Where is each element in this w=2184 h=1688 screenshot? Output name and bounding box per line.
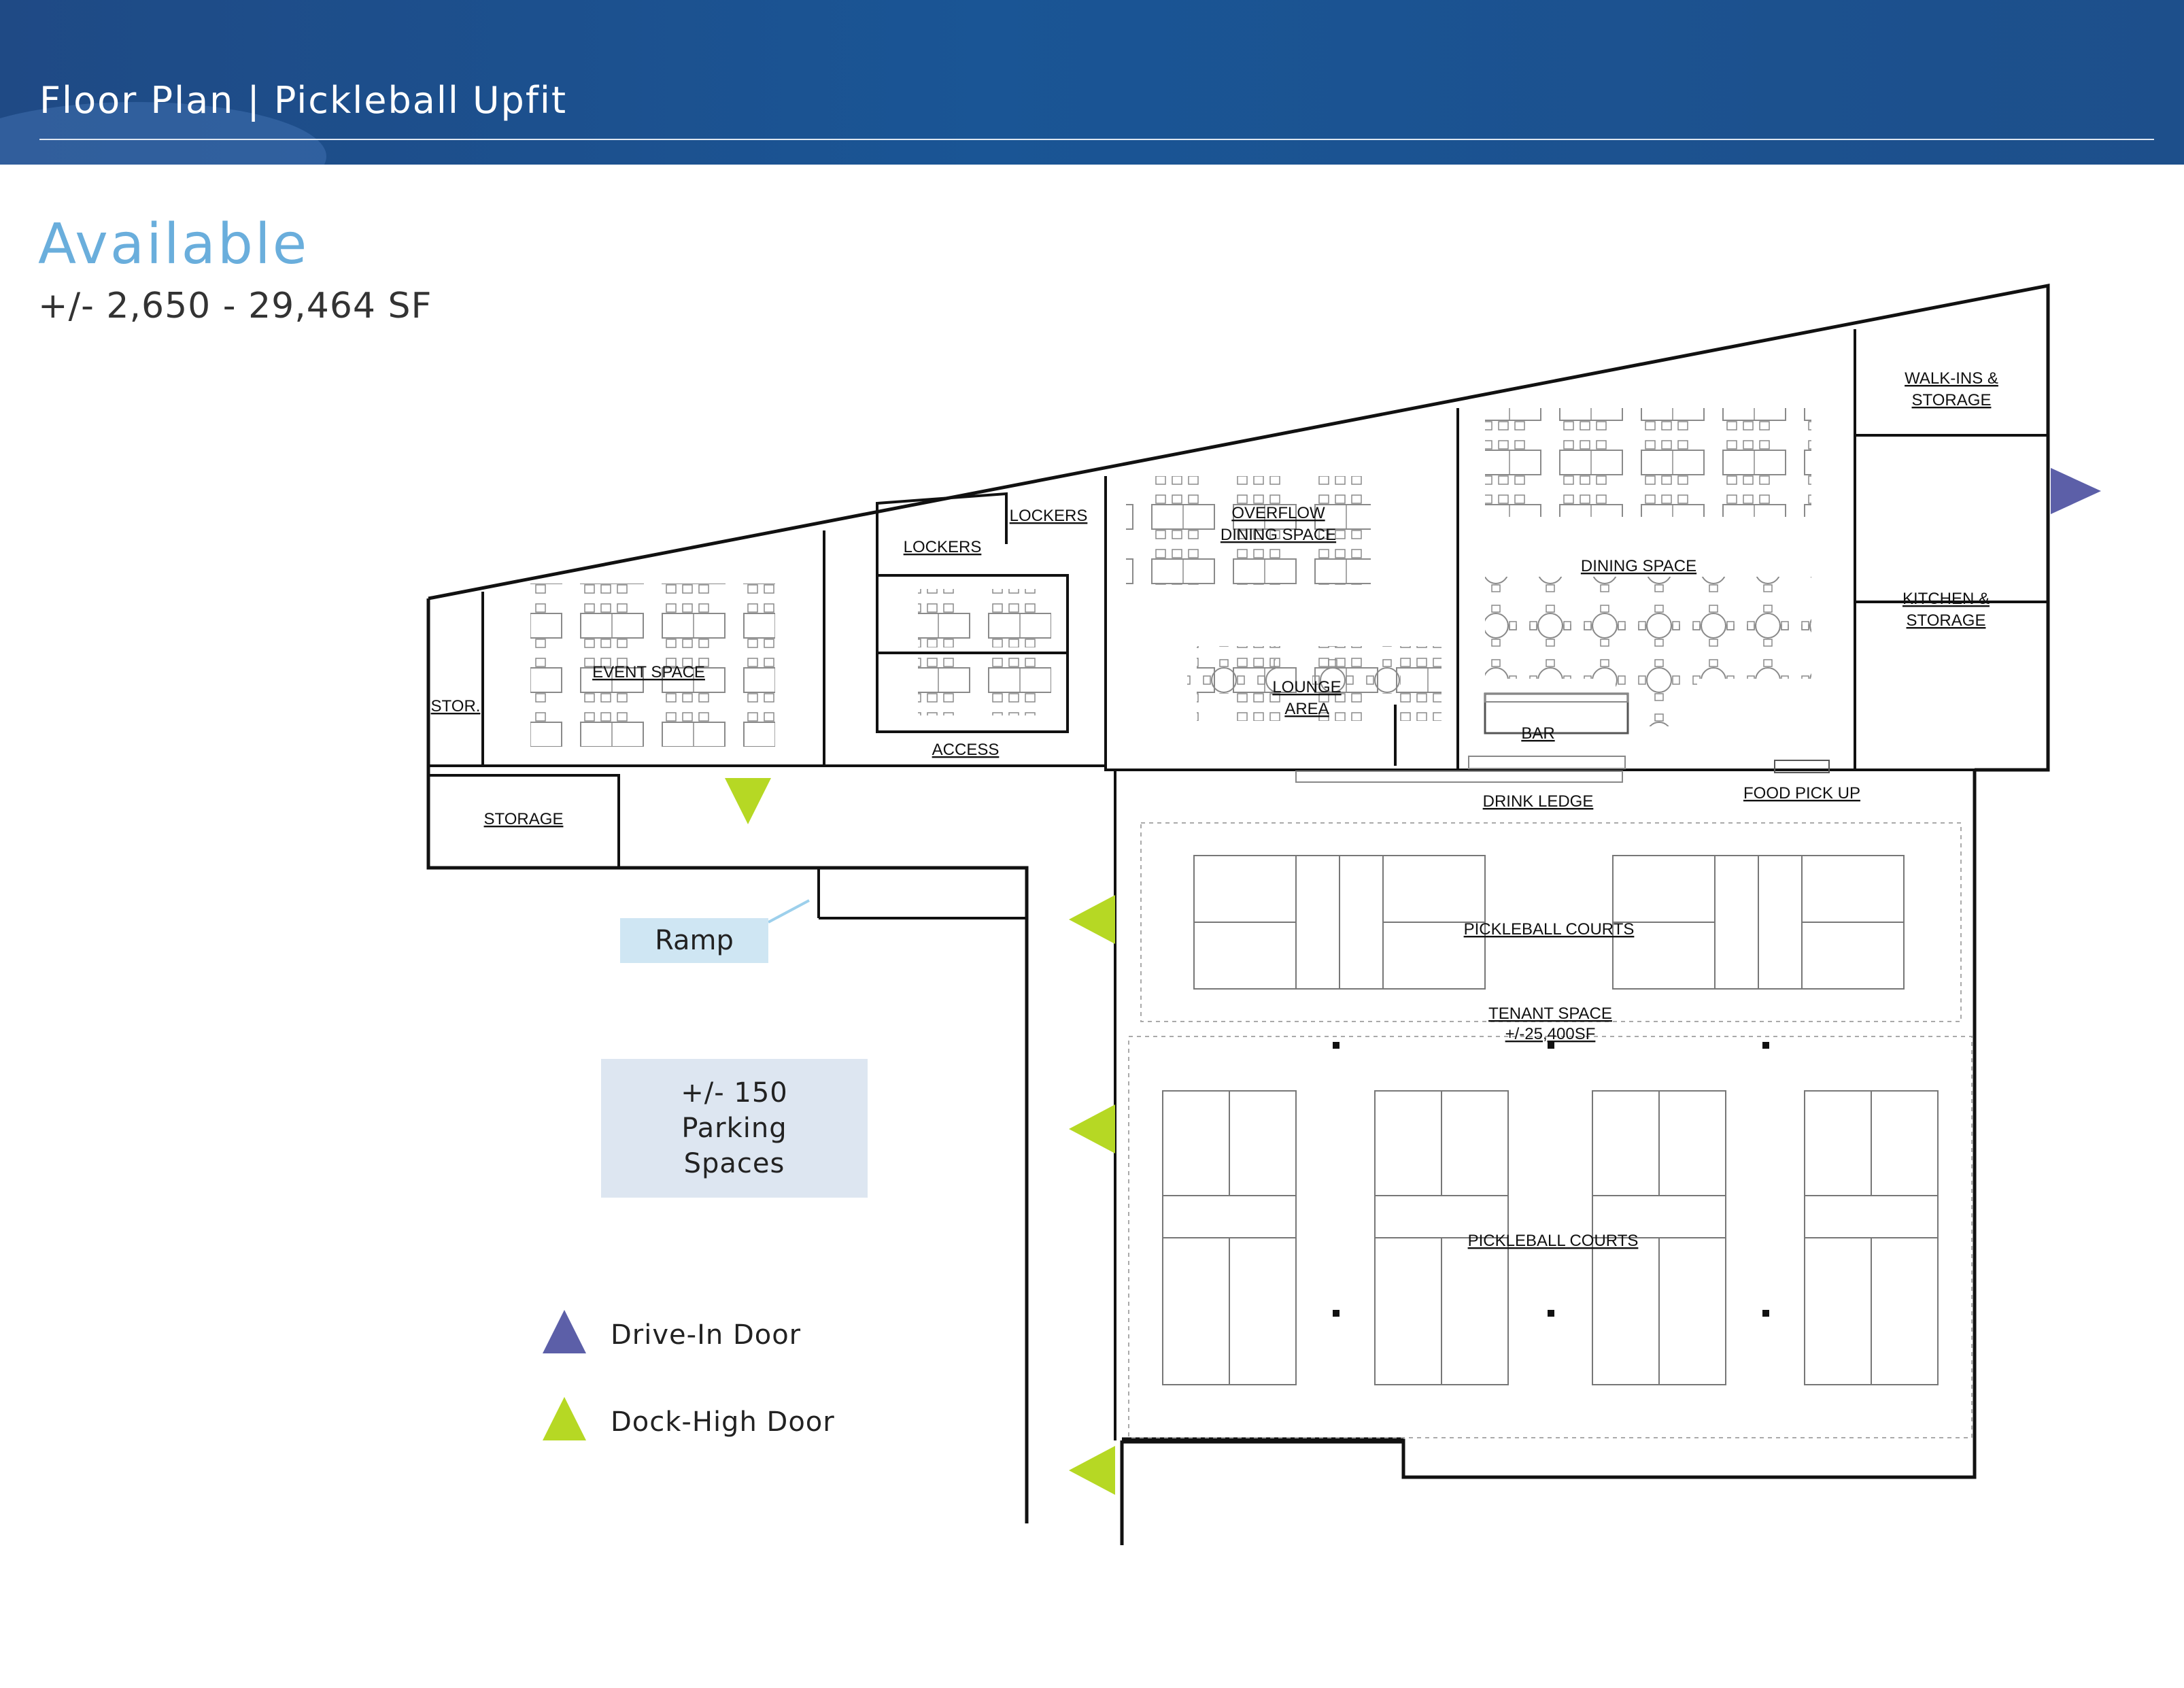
label-event-space: EVENT SPACE: [592, 663, 705, 681]
column-markers: [1333, 1042, 1769, 1317]
courts-lower: [1128, 1036, 1973, 1438]
drive-in-door-marker: [2051, 468, 2101, 514]
dock-high-door-marker-4: [1069, 1446, 1115, 1495]
page-title: Floor Plan | Pickleball Upfit: [39, 79, 568, 122]
label-walkins-line2: STORAGE: [1912, 391, 1992, 409]
parking-callout: +/- 150 Parking Spaces: [601, 1059, 868, 1198]
label-lounge-line1: LOUNGE: [1272, 678, 1341, 696]
interior-walls: [428, 329, 2048, 1440]
label-kitchen-line2: STORAGE: [1907, 611, 1986, 630]
legend-drive-in: Drive-In Door: [611, 1319, 802, 1351]
ramp-callout: Ramp: [620, 918, 768, 963]
header-divider: [39, 139, 2154, 140]
drive-in-legend-icon: [543, 1310, 586, 1353]
label-courts-lower: PICKLEBALL COURTS: [1468, 1232, 1639, 1250]
label-overflow-line1: OVERFLOW: [1231, 504, 1325, 522]
label-tenant-line1: TENANT SPACE: [1488, 1005, 1612, 1023]
label-dining-space: DINING SPACE: [1581, 557, 1696, 575]
label-drink-ledge: DRINK LEDGE: [1483, 792, 1594, 811]
legend-dock-high: Dock-High Door: [611, 1406, 835, 1438]
dock-high-door-marker-2: [1069, 895, 1115, 944]
label-storage: STORAGE: [484, 810, 564, 828]
dock-high-door-marker-1: [725, 778, 771, 824]
availability-heading: Available: [38, 212, 309, 277]
label-overflow-line2: DINING SPACE: [1221, 526, 1336, 544]
label-walkins-line1: WALK-INS &: [1905, 369, 1998, 388]
page-header: Floor Plan | Pickleball Upfit: [0, 0, 2184, 165]
label-food-pickup: FOOD PICK UP: [1743, 784, 1860, 803]
ramp-arrow: [768, 899, 810, 924]
label-lockers-lower: LOCKERS: [904, 538, 982, 556]
parking-callout-text: +/- 150 Parking Spaces: [681, 1077, 788, 1179]
courts-upper: [1140, 822, 1962, 1022]
label-stor: STOR.: [431, 697, 481, 715]
label-access: ACCESS: [932, 741, 1000, 759]
square-footage-range: +/- 2,650 - 29,464 SF: [38, 286, 432, 326]
label-lounge-line2: AREA: [1284, 700, 1329, 718]
dock-high-legend-icon: [543, 1397, 586, 1440]
furniture: [530, 408, 1830, 783]
label-lockers-upper: LOCKERS: [1010, 507, 1088, 525]
label-tenant-line2: +/-25,400SF: [1505, 1025, 1596, 1043]
label-courts-upper: PICKLEBALL COURTS: [1464, 920, 1635, 939]
dock-high-door-marker-3: [1069, 1104, 1115, 1153]
label-bar: BAR: [1521, 724, 1554, 743]
label-kitchen-line1: KITCHEN &: [1903, 590, 1990, 608]
